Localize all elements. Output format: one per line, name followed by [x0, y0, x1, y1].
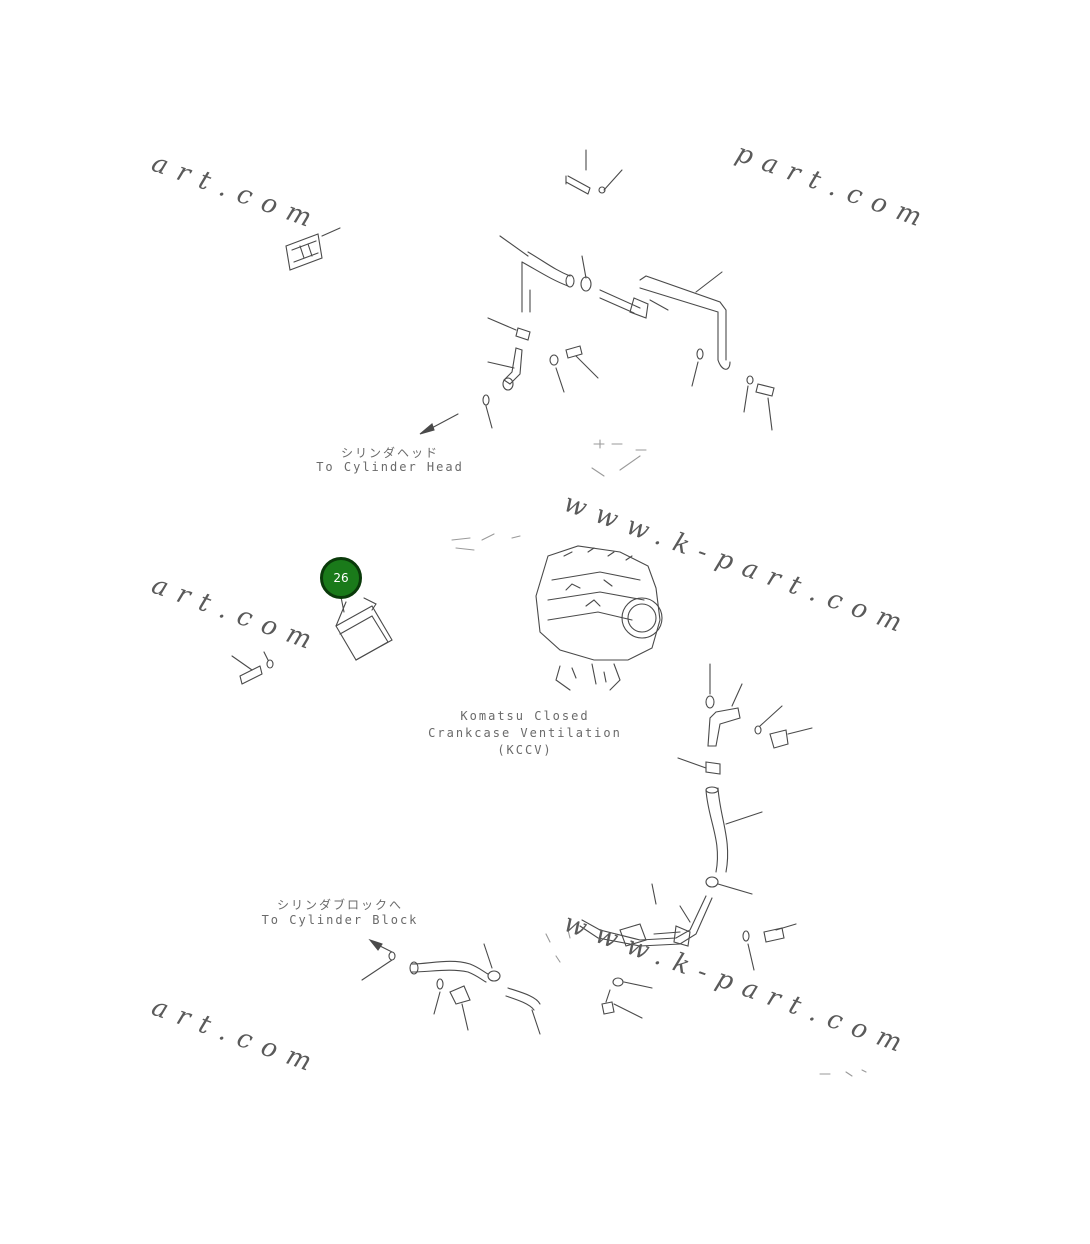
label-cylinder-head: To Cylinder Head [316, 460, 464, 474]
upper-clamps [482, 317, 775, 431]
label-ccv-line2: Crankcase Ventilation [428, 726, 622, 740]
upper-hose [499, 235, 575, 313]
lower-left-hose [361, 943, 541, 1035]
callout-part-26[interactable]: 26 [320, 557, 362, 599]
bracket-part-26 [335, 591, 393, 661]
engine-sketch [535, 545, 663, 691]
fwd-marker [285, 227, 341, 271]
bolt-top [565, 149, 623, 195]
lower-breather-tube [579, 883, 713, 947]
arrow-to-cylinder-block [368, 938, 393, 953]
label-cylinder-block: To Cylinder Block [261, 913, 419, 927]
label-ccv-line1: Komatsu Closed [460, 709, 590, 723]
bolt-left [231, 651, 274, 685]
label-cylinder-block-jp: シリンダブロックへ [276, 898, 403, 912]
label-cylinder-head-jp: シリンダヘッド [340, 446, 439, 460]
faint-details [451, 439, 647, 551]
hose-clip-upper [580, 255, 592, 292]
faint-bottom-marks [545, 929, 867, 1077]
lower-bolts [601, 923, 797, 1019]
lower-hose [705, 786, 763, 895]
label-ccv-line3: (KCCV) [497, 743, 553, 757]
upper-breather-tube [599, 271, 731, 370]
arrow-to-cylinder-head [419, 413, 459, 435]
lower-right-fittings [677, 663, 813, 775]
